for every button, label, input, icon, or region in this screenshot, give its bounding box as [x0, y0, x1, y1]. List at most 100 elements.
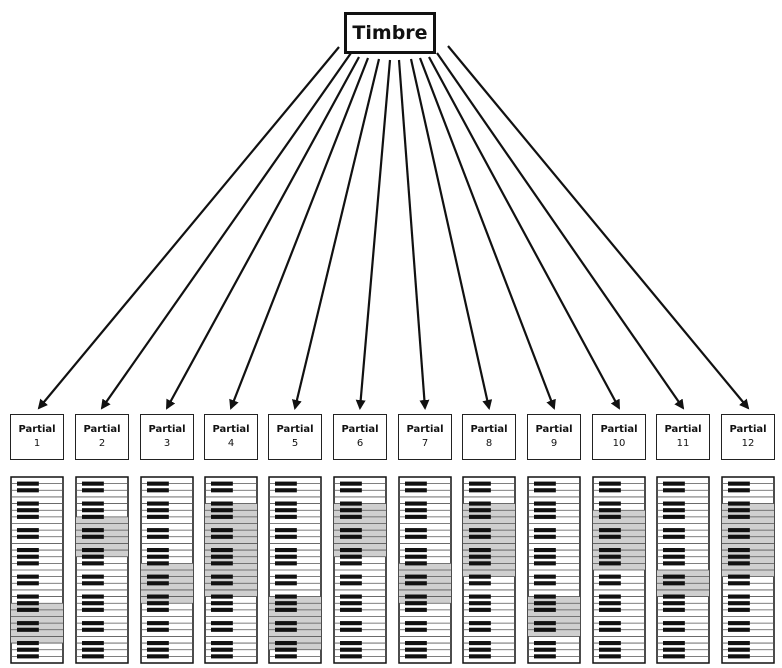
- black-key: [469, 574, 491, 579]
- black-key: [340, 501, 362, 506]
- keyboard: [204, 476, 258, 664]
- arrow-to-partial-9: [418, 57, 556, 410]
- black-key: [211, 641, 233, 646]
- black-key: [82, 488, 104, 493]
- black-key: [469, 601, 491, 606]
- black-key: [147, 601, 169, 606]
- black-key: [599, 534, 621, 539]
- black-key: [82, 548, 104, 553]
- partial-label: Partial: [664, 424, 702, 435]
- black-key: [728, 607, 750, 612]
- black-key: [728, 514, 750, 519]
- black-key: [728, 621, 750, 626]
- black-key: [17, 481, 39, 486]
- black-key: [405, 647, 427, 652]
- partial-label: Partial: [212, 424, 250, 435]
- black-key: [534, 528, 556, 533]
- black-key: [275, 508, 297, 513]
- black-key: [275, 607, 297, 612]
- black-key: [663, 501, 685, 506]
- black-key: [17, 654, 39, 659]
- black-key: [405, 508, 427, 513]
- black-key: [82, 581, 104, 586]
- black-key: [599, 594, 621, 599]
- partial-label: Partial: [729, 424, 767, 435]
- black-key: [147, 548, 169, 553]
- black-key: [599, 548, 621, 553]
- black-key: [469, 508, 491, 513]
- black-key: [275, 594, 297, 599]
- arrow-to-partial-12: [447, 45, 750, 410]
- black-key: [405, 627, 427, 632]
- black-key: [534, 627, 556, 632]
- black-key: [147, 528, 169, 533]
- black-key: [275, 561, 297, 566]
- keyboard: [721, 476, 775, 664]
- black-key: [728, 534, 750, 539]
- black-key: [147, 641, 169, 646]
- black-key: [534, 548, 556, 553]
- black-key: [82, 607, 104, 612]
- black-key: [663, 607, 685, 612]
- black-key: [469, 488, 491, 493]
- black-key: [469, 561, 491, 566]
- black-key: [728, 594, 750, 599]
- black-key: [17, 554, 39, 559]
- black-key: [17, 534, 39, 539]
- partial-number: 2: [98, 438, 106, 449]
- highlighted-key-range: [722, 503, 774, 577]
- keyboard: [527, 476, 581, 664]
- black-key: [82, 534, 104, 539]
- black-key: [534, 488, 556, 493]
- black-key: [663, 621, 685, 626]
- black-key: [82, 508, 104, 513]
- black-key: [663, 581, 685, 586]
- black-key: [728, 554, 750, 559]
- black-key: [147, 607, 169, 612]
- black-key: [405, 574, 427, 579]
- black-key: [340, 554, 362, 559]
- black-key: [275, 501, 297, 506]
- black-key: [728, 548, 750, 553]
- partial-number: 10: [612, 438, 626, 449]
- partial-number: 8: [485, 438, 493, 449]
- partial-number: 9: [550, 438, 558, 449]
- black-key: [469, 654, 491, 659]
- black-key: [405, 528, 427, 533]
- partial-label: Partial: [148, 424, 186, 435]
- black-key: [469, 548, 491, 553]
- black-key: [17, 548, 39, 553]
- arrow-to-partial-10: [428, 56, 620, 410]
- black-key: [405, 488, 427, 493]
- arrow-to-partial-1: [37, 46, 340, 410]
- black-key: [17, 601, 39, 606]
- black-key: [275, 581, 297, 586]
- black-key: [663, 641, 685, 646]
- black-key: [534, 534, 556, 539]
- black-key: [405, 514, 427, 519]
- black-key: [211, 528, 233, 533]
- black-key: [728, 528, 750, 533]
- black-key: [469, 627, 491, 632]
- arrow-to-partial-4: [229, 57, 370, 410]
- black-key: [469, 581, 491, 586]
- black-key: [599, 508, 621, 513]
- black-key: [82, 641, 104, 646]
- black-key: [147, 647, 169, 652]
- black-key: [405, 548, 427, 553]
- black-key: [275, 601, 297, 606]
- black-key: [405, 621, 427, 626]
- black-key: [405, 481, 427, 486]
- black-key: [340, 514, 362, 519]
- black-key: [728, 574, 750, 579]
